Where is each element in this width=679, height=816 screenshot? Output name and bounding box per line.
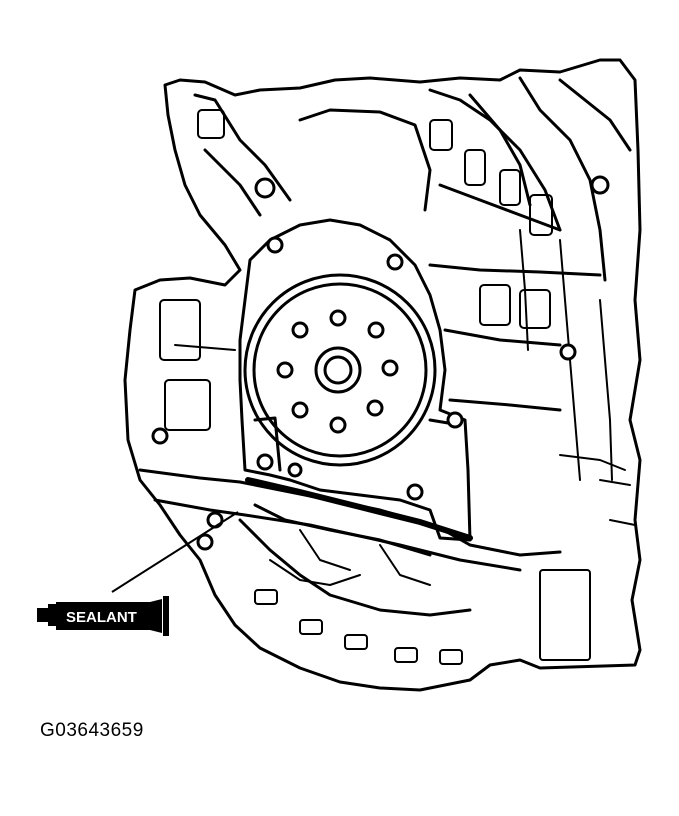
engine-block-outline <box>123 58 642 692</box>
block-ribs <box>193 76 632 481</box>
sealant-leader-line <box>111 511 239 593</box>
sealant-tube-icon: SEALANT <box>37 596 169 636</box>
crankshaft-flange <box>243 273 437 467</box>
sealant-label: SEALANT <box>66 609 137 626</box>
sealant-bead <box>245 477 473 541</box>
bolt-holes <box>151 175 610 551</box>
figure-id: G03643659 <box>40 720 144 741</box>
lower-crankcase <box>138 299 636 665</box>
